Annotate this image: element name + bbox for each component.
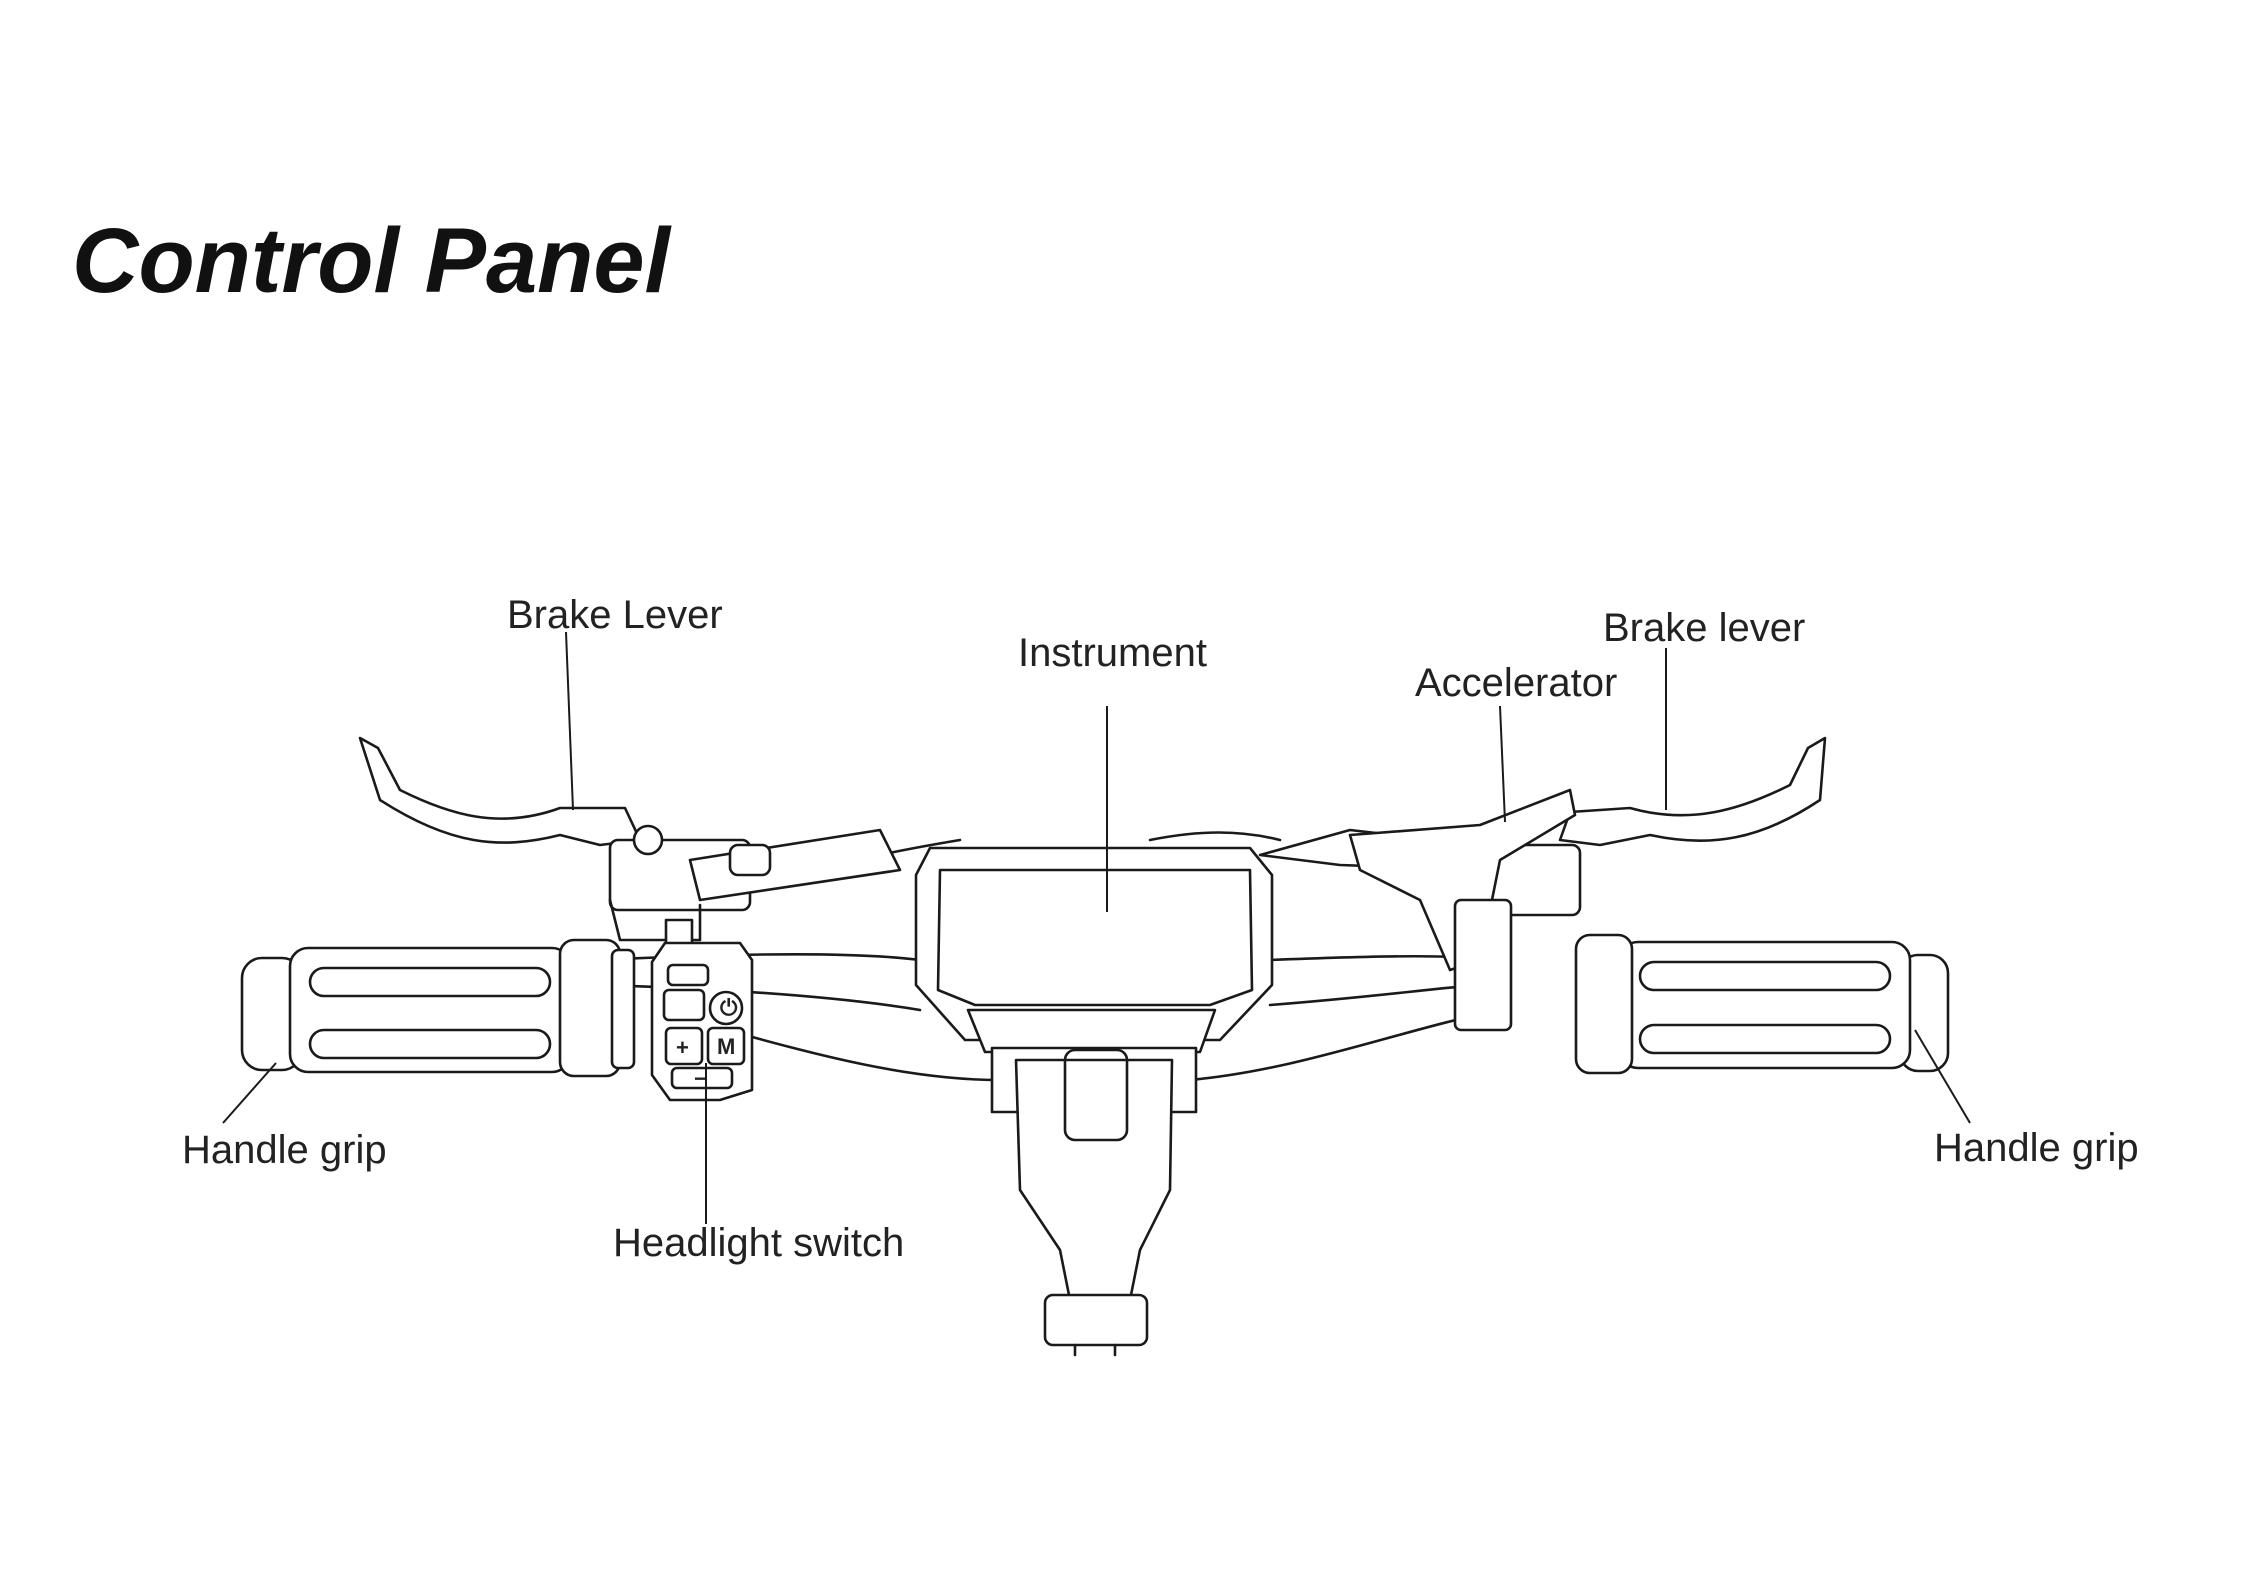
label-brake-lever-right: Brake lever bbox=[1603, 606, 1805, 650]
label-handle-grip-left: Handle grip bbox=[182, 1128, 387, 1172]
right-handle-grip bbox=[1574, 933, 1950, 1075]
horn-button[interactable] bbox=[662, 988, 706, 1022]
page-title: Control Panel bbox=[72, 210, 672, 312]
mode-button[interactable] bbox=[706, 1026, 746, 1066]
label-brake-lever-left: Brake Lever bbox=[507, 593, 723, 637]
label-headlight-switch: Headlight switch bbox=[613, 1221, 904, 1265]
left-brake-lever bbox=[358, 736, 902, 942]
mode-label: M bbox=[717, 1034, 735, 1059]
label-accelerator: Accelerator bbox=[1415, 661, 1617, 705]
stem bbox=[990, 1046, 1198, 1357]
accelerator-thumb-throttle bbox=[1348, 788, 1577, 1032]
leader-lines bbox=[222, 631, 1971, 1224]
headlight-switch[interactable]: ⏻ + M − bbox=[650, 918, 754, 1102]
plus-button[interactable] bbox=[664, 1026, 704, 1066]
power-icon: ⏻ bbox=[720, 995, 738, 1020]
label-handle-grip-right: Handle grip bbox=[1934, 1126, 2139, 1170]
power-button[interactable] bbox=[708, 990, 744, 1026]
plus-label: + bbox=[676, 1035, 689, 1060]
label-instrument: Instrument bbox=[1018, 631, 1207, 675]
minus-button[interactable] bbox=[670, 1066, 734, 1090]
left-handle-grip bbox=[240, 938, 636, 1078]
headlight-button[interactable] bbox=[666, 963, 710, 987]
minus-label: − bbox=[694, 1066, 707, 1091]
instrument-display bbox=[914, 846, 1274, 1054]
